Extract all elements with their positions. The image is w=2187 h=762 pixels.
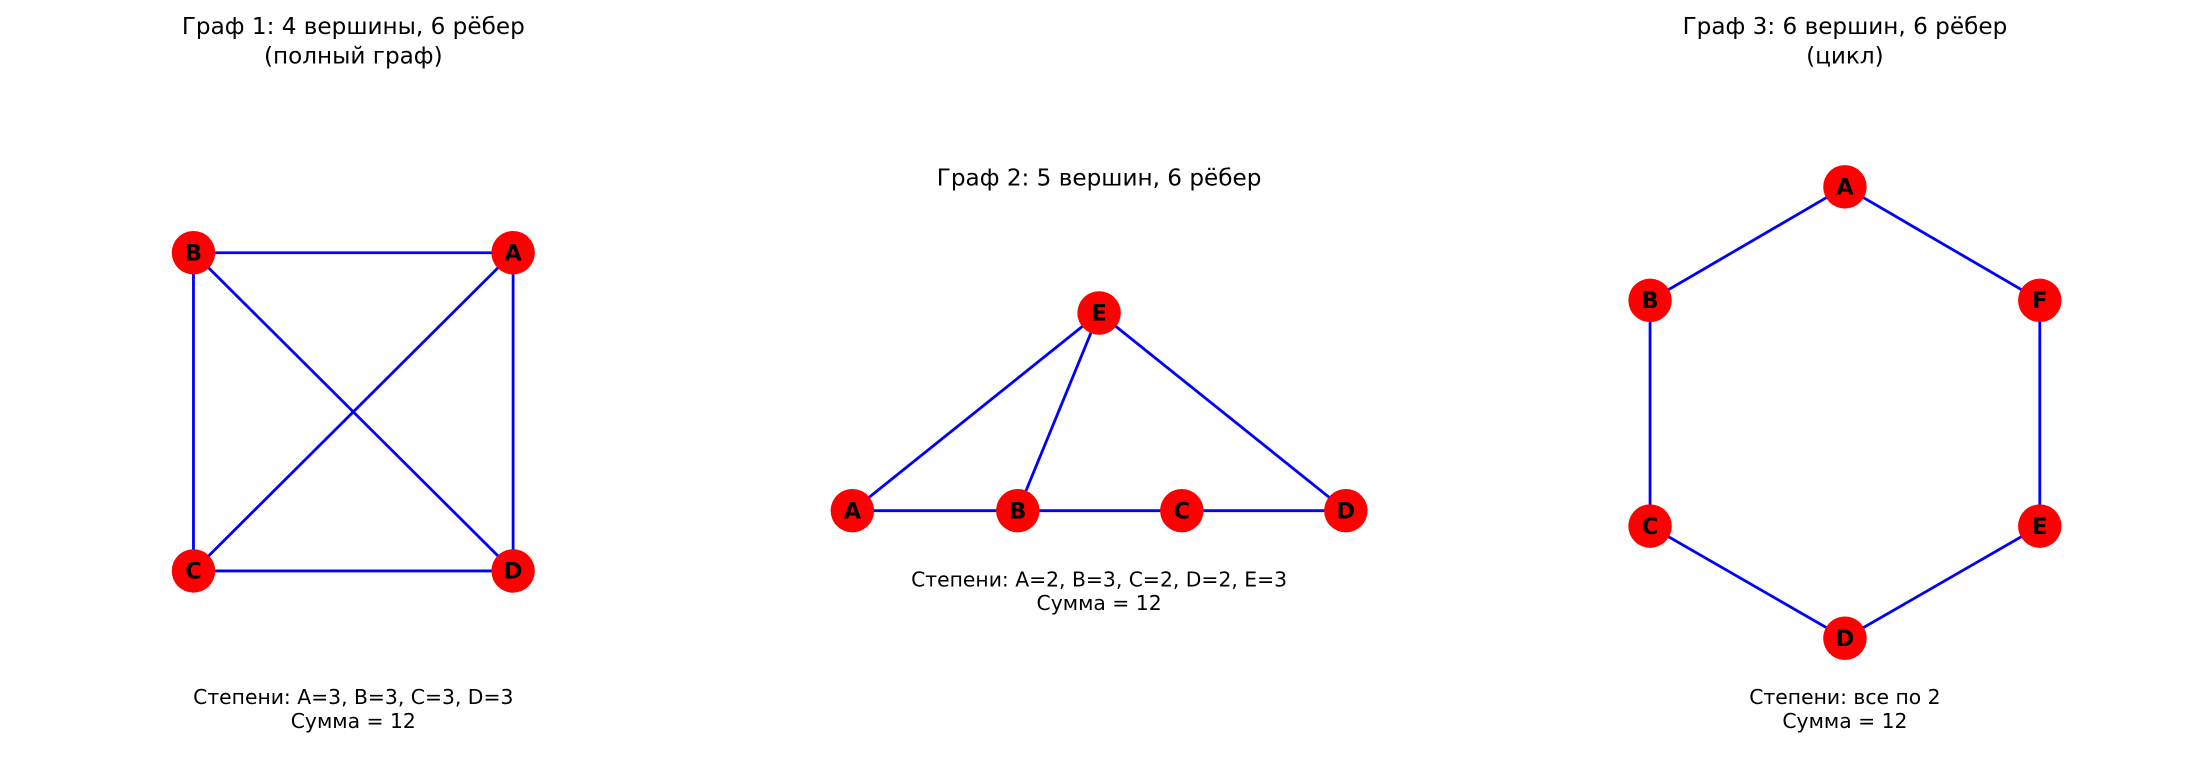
node-circle xyxy=(1160,488,1204,533)
edge-B-A xyxy=(1649,185,1846,302)
node-label: D xyxy=(1337,498,1356,524)
node-E: E xyxy=(2018,504,2062,548)
graph-title: (цикл) xyxy=(1806,43,1884,69)
graph-panel-3: Граф 3: 6 вершин, 6 рёбер (цикл) A B C D E F Сте… xyxy=(1628,14,2062,733)
edge-E-D xyxy=(1844,524,2041,640)
node-circle xyxy=(2018,504,2062,548)
graph-title: Граф 1: 4 вершины, 6 рёбер xyxy=(182,14,525,40)
sum-text: Сумма = 12 xyxy=(1782,709,1907,733)
edge-B-D xyxy=(192,251,515,572)
node-label: B xyxy=(1642,288,1659,314)
node-circle xyxy=(1628,278,1672,323)
edge-A-E xyxy=(851,311,1100,512)
node-label: E xyxy=(2032,514,2047,540)
node-circle xyxy=(1077,291,1121,335)
node-label: C xyxy=(1642,514,1658,540)
node-label: C xyxy=(1174,498,1190,524)
node-circle xyxy=(1628,504,1672,548)
node-D: D xyxy=(491,549,535,593)
node-circle xyxy=(171,549,216,593)
graph-title: Граф 3: 6 вершин, 6 рёбер xyxy=(1683,14,2008,40)
node-circle xyxy=(996,488,1040,533)
graph-title: (полный граф) xyxy=(264,43,443,69)
node-label: C xyxy=(185,559,201,585)
degrees-text: Степени: A=2, B=3, C=2, D=2, E=3 xyxy=(911,567,1287,591)
edge-B-E xyxy=(1016,312,1101,512)
node-label: E xyxy=(1091,301,1106,327)
node-D: D xyxy=(1324,488,1368,533)
node-B: B xyxy=(996,488,1040,533)
degrees-text: Степени: A=3, B=3, C=3, D=3 xyxy=(193,685,513,709)
node-label: D xyxy=(1836,626,1855,652)
edge-E-D xyxy=(1098,311,1347,512)
node-A: A xyxy=(830,488,875,533)
node-circle xyxy=(491,230,535,275)
node-circle xyxy=(830,488,875,533)
node-B: B xyxy=(1628,278,1672,323)
degrees-text: Степени: все по 2 xyxy=(1749,685,1940,709)
node-circle xyxy=(1324,488,1368,533)
node-circle xyxy=(2018,278,2062,323)
node-F: F xyxy=(2018,278,2062,323)
node-circle xyxy=(1823,616,1867,660)
node-label: A xyxy=(1836,175,1854,201)
node-label: A xyxy=(504,240,522,266)
node-A: A xyxy=(1823,165,1867,209)
node-label: B xyxy=(1009,498,1026,524)
graph-panel-1: Граф 1: 4 вершины, 6 рёбер (полный граф) A… xyxy=(171,14,535,733)
node-C: C xyxy=(1160,488,1204,533)
node-label: B xyxy=(185,240,202,266)
node-circle xyxy=(1823,165,1867,209)
node-label: F xyxy=(2032,288,2047,314)
sum-text: Сумма = 12 xyxy=(1037,591,1162,615)
node-C: C xyxy=(171,549,216,593)
node-E: E xyxy=(1077,291,1121,335)
node-A: A xyxy=(491,230,535,275)
node-circle xyxy=(491,549,535,593)
node-B: B xyxy=(171,230,216,275)
node-circle xyxy=(171,230,216,275)
node-label: D xyxy=(504,559,523,585)
node-label: A xyxy=(844,498,862,524)
edge-A-F xyxy=(1844,185,2041,302)
graph-title: Граф 2: 5 вершин, 6 рёбер xyxy=(937,165,1262,191)
edge-D-C xyxy=(1649,524,1846,640)
sum-text: Сумма = 12 xyxy=(291,709,416,733)
node-C: C xyxy=(1628,504,1672,548)
node-D: D xyxy=(1823,616,1867,660)
